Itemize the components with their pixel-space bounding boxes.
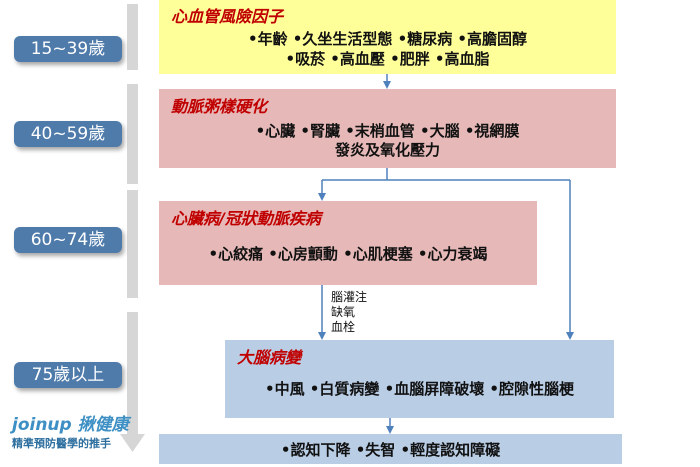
atherosclerosis-line: 發炎及氧化壓力 bbox=[334, 141, 440, 159]
heart-disease-box: 心臟病/冠狀動脈疾病 •心絞痛 •心房顫動 •心肌梗塞 •心力衰竭 bbox=[159, 201, 537, 285]
brain-lesion-box: 大腦病變 •中風 •白質病變 •血腦屏障破壞 •腔隙性腦梗 bbox=[225, 340, 614, 418]
age-badge-15-39: 15~39歲 bbox=[14, 36, 122, 62]
age-badge-40-59: 40~59歲 bbox=[14, 121, 122, 147]
perfusion-note-line: 腦灌注 bbox=[331, 290, 368, 304]
perfusion-note-line: 血栓 bbox=[331, 320, 356, 334]
atherosclerosis-title: 動脈粥樣硬化 bbox=[171, 97, 268, 116]
timeline-bar bbox=[127, 84, 138, 184]
perfusion-note: 腦灌注 缺氧 血栓 bbox=[331, 290, 367, 335]
cognitive-decline-line: •認知下降 •失智 •輕度認知障礙 bbox=[280, 441, 501, 459]
logo-brand: joinup 揪健康 bbox=[12, 415, 129, 435]
cognitive-decline-box: •認知下降 •失智 •輕度認知障礙 bbox=[159, 434, 622, 464]
atherosclerosis-line: •心臟 •腎臟 •末梢血管 •大腦 •視網膜 bbox=[255, 122, 520, 140]
atherosclerosis-box: 動脈粥樣硬化 •心臟 •腎臟 •末梢血管 •大腦 •視網膜 發炎及氧化壓力 bbox=[159, 89, 616, 168]
timeline-bar bbox=[127, 4, 138, 70]
heart-disease-line: •心絞痛 •心房顫動 •心肌梗塞 •心力衰竭 bbox=[208, 245, 488, 263]
timeline-bar bbox=[127, 190, 138, 298]
heart-disease-title: 心臟病/冠狀動脈疾病 bbox=[171, 209, 321, 228]
perfusion-note-line: 缺氧 bbox=[331, 305, 356, 319]
age-badge-75-plus: 75歲以上 bbox=[14, 362, 122, 388]
logo-tagline: 精準預防醫學的推手 bbox=[12, 437, 111, 450]
risk-factors-title: 心血管風險因子 bbox=[171, 7, 284, 26]
risk-factors-line: •吸菸 •高血壓 •肥胖 •高血脂 bbox=[285, 50, 490, 68]
age-badge-60-74: 60~74歲 bbox=[14, 227, 122, 253]
brain-lesion-line: •中風 •白質病變 •血腦屏障破壞 •腔隙性腦梗 bbox=[264, 380, 575, 398]
timeline-bar bbox=[127, 312, 138, 434]
joinup-logo: joinup 揪健康 精準預防醫學的推手 bbox=[12, 410, 129, 451]
brain-lesion-title: 大腦病變 bbox=[237, 348, 302, 367]
risk-factors-box: 心血管風險因子 •年齡 •久坐生活型態 •糖尿病 •高膽固醇 •吸菸 •高血壓 … bbox=[159, 0, 616, 74]
risk-factors-line: •年齡 •久坐生活型態 •糖尿病 •高膽固醇 bbox=[247, 30, 528, 48]
